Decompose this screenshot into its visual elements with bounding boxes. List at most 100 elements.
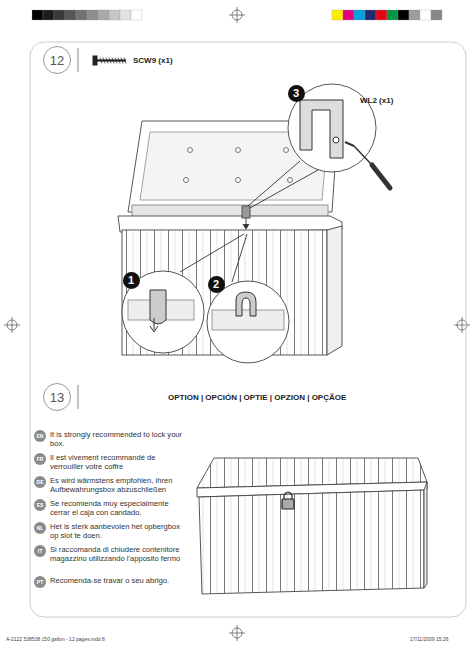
drawing-stroke: [76, 10, 87, 20]
drawing-stroke: [398, 10, 409, 20]
drawing-stroke: [109, 58, 111, 64]
node-text: 2: [213, 279, 219, 290]
node-text: EN: [37, 434, 44, 439]
instruction-text: Si raccomanda di chiudere contenitore ma…: [50, 546, 185, 563]
node-text: NL: [37, 526, 44, 531]
node-text: IT: [38, 549, 42, 554]
drawing-stroke: [236, 178, 241, 183]
drawing-stroke: [100, 58, 102, 64]
registration-marks: [4, 7, 470, 641]
language-badge: NL: [34, 522, 46, 534]
drawing-stroke: [248, 161, 300, 206]
drawing-stroke: [431, 10, 442, 20]
callout-number: 1: [123, 272, 140, 289]
node-text: DE: [37, 480, 44, 485]
latch-details: [128, 100, 390, 332]
drawing-stroke: [132, 205, 328, 217]
drawing-stroke: [122, 271, 204, 353]
drawing-stroke: [32, 10, 142, 20]
drawing-stroke: [54, 10, 65, 20]
step-dividers: [78, 48, 79, 409]
drawing-stroke: [332, 10, 343, 20]
drawing-stroke: [184, 178, 189, 183]
drawing-stroke: [115, 58, 117, 64]
drawing-stroke: [207, 281, 289, 363]
drawing-stroke: [376, 10, 387, 20]
drawing-stroke: [118, 58, 120, 64]
drawing-stroke: [424, 482, 427, 588]
drawing-stroke: [131, 10, 142, 20]
drawing-stroke: [93, 56, 97, 65]
drawing-stroke: [184, 148, 293, 183]
screw-icon: [93, 56, 126, 65]
drawing-stroke: [106, 58, 108, 64]
drawing-stroke: [343, 10, 354, 20]
language-badge: DE: [34, 476, 46, 488]
node-text: 3: [293, 88, 299, 99]
callout-number: 2: [208, 276, 225, 293]
drawing-stroke: [365, 10, 376, 20]
drawing-stroke: [333, 137, 339, 143]
leader-lines: [180, 161, 318, 282]
drawing-stroke: [243, 224, 249, 229]
drawing-stroke: [180, 234, 244, 272]
print-slug: 17/11/2009 15:26: [410, 637, 449, 643]
drawing-stroke: [236, 148, 241, 153]
drawing-stroke: [188, 148, 193, 153]
drawing-stroke: [236, 292, 256, 316]
instruction-text: Es wird wärmstens empfohlen, ihren Aufbe…: [50, 477, 185, 494]
drawing-stroke: [242, 206, 250, 218]
drawing-stroke: [282, 499, 294, 509]
drawing-stroke: [354, 146, 372, 165]
drawing-stroke: [420, 10, 431, 20]
drawing-stroke: [103, 58, 105, 64]
language-badge: ES: [34, 499, 46, 511]
language-badge: EN: [34, 430, 46, 442]
node-text: 13: [50, 391, 64, 404]
padlock: [282, 492, 294, 509]
step-number: 12: [43, 46, 71, 74]
language-badge: IT: [34, 545, 46, 557]
drawing-stroke: [150, 318, 158, 332]
closed-box: [197, 458, 427, 594]
drawing-stroke: [462, 317, 463, 333]
drawing-stroke: [12, 317, 13, 333]
drawing-stroke: [232, 234, 247, 282]
node-text: PT: [37, 580, 43, 585]
drawing-stroke: [372, 165, 390, 188]
page-frame: [30, 42, 466, 617]
drawing-stroke: [250, 170, 318, 208]
node-text: FR: [37, 457, 44, 462]
drawing-stroke: [354, 10, 365, 20]
instruction-text: Il est vivement recommandé de verrouille…: [50, 454, 185, 471]
drawing-stroke: [32, 10, 43, 20]
step-number: 13: [43, 383, 71, 411]
part-label: SCW9 (x1): [133, 56, 173, 65]
node-text: 1: [128, 275, 134, 286]
drawing-stroke: [100, 58, 126, 64]
drawing-stroke: [345, 142, 354, 146]
drawing-stroke: [199, 490, 424, 594]
drawing-stroke: [65, 10, 76, 20]
language-badge: FR: [34, 453, 46, 465]
detail-circles: [122, 84, 376, 363]
drawing-stroke: [212, 310, 284, 330]
drawing-stroke: [409, 10, 420, 20]
instruction-text: Het is sterk aanbevolen het opbergbox op…: [50, 523, 185, 540]
instruction-text: Se recomienda muy especialmente cerrar e…: [50, 500, 185, 517]
drawing-stroke: [87, 10, 98, 20]
drawing-stroke: [237, 625, 238, 641]
drawing-stroke: [288, 178, 293, 183]
drawing-stroke: [150, 290, 166, 324]
drawing-stroke: [78, 48, 79, 72]
language-badge: PT: [34, 576, 46, 588]
callout-number: 3: [288, 85, 305, 102]
drawing-stroke: [78, 385, 79, 409]
drawing-stroke: [300, 100, 343, 158]
node-text: 12: [50, 54, 64, 67]
drawing-stroke: [387, 10, 398, 20]
instruction-text: It is strongly recommended to lock your …: [50, 431, 185, 448]
drawing-stroke: [121, 58, 123, 64]
drawing-stroke: [43, 10, 54, 20]
drawing-stroke: [332, 10, 442, 20]
